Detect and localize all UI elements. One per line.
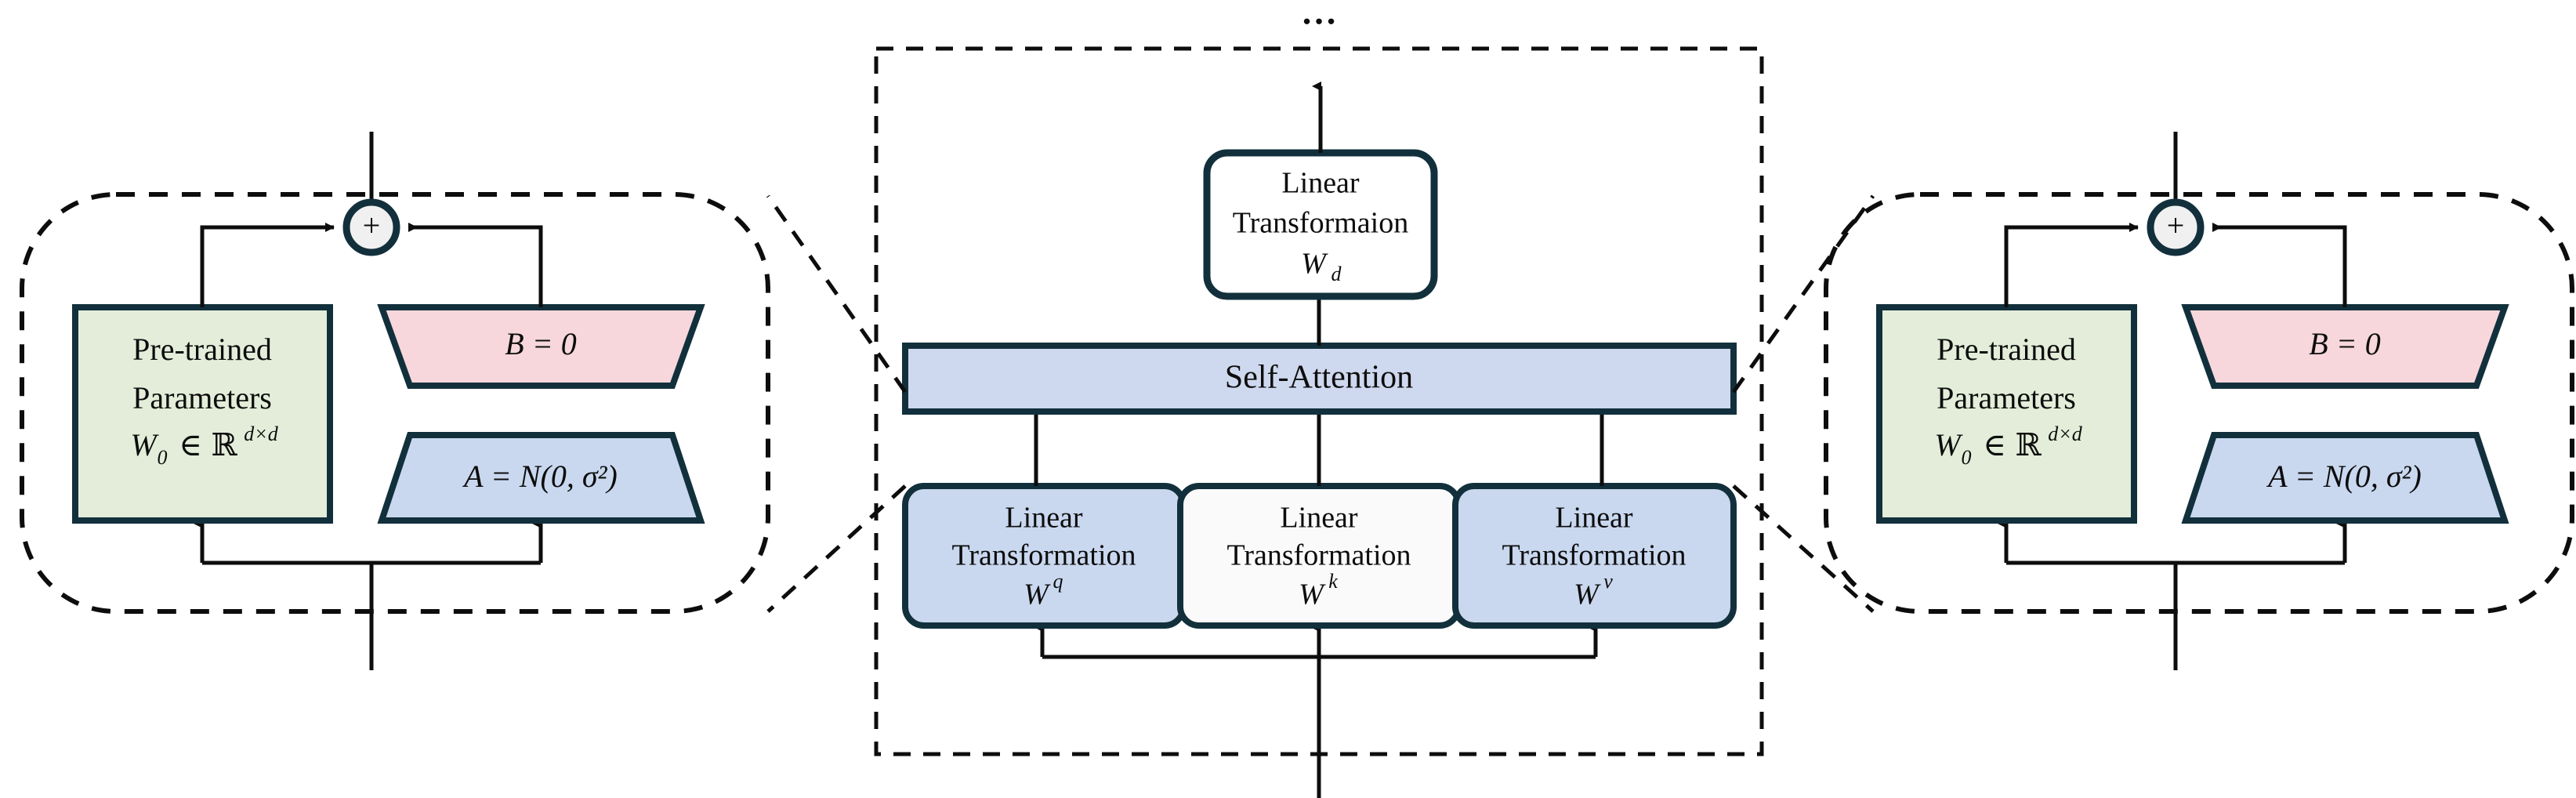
linear-transformation-wq[interactable]: Linear Transformation W q [902,483,1187,629]
leader-wv-upper [1731,194,1875,394]
adder-left-label: + [363,208,381,243]
self-attention-label: Self-Attention [1225,360,1413,396]
callout-leader-lines [766,194,1875,613]
wk-symbol: W [1299,579,1326,611]
pretrained-right-subscript: 0 [1962,446,1972,469]
adder-right-label: + [2167,208,2185,243]
wd-subscript: d [1331,263,1342,285]
linear-transformation-wk[interactable]: Linear Transformation W k [1177,483,1462,629]
wd-line2: Transformaion [1233,207,1408,240]
a-matrix-right-shape[interactable] [2181,432,2509,524]
leader-wq-lower [766,484,907,613]
wv-box-shape[interactable] [1452,483,1737,629]
ellipsis-label: … [1301,0,1340,32]
b-to-adder-left-path [408,223,543,307]
wq-line2: Transformation [951,539,1136,572]
wv-symbol: W [1574,579,1601,611]
b-matrix-left-shape[interactable] [377,304,705,389]
pretrained-left-line2: Parameters [132,380,272,415]
pretrained-box-left-shape[interactable] [72,304,333,524]
lora-b-matrix-right[interactable]: B = 0 [2181,304,2509,389]
b-to-adder-right-path [2212,223,2347,307]
lora-a-matrix-left[interactable]: A = N(0, σ²) [377,432,705,524]
adder-left-circle[interactable] [342,198,400,256]
wv-superscript: v [1603,570,1613,593]
leader-wq-upper [766,194,908,394]
pre-trained-parameters-left[interactable]: Pre-trained Parameters W 0 ∈ ℝ d×d [72,304,333,524]
wq-superscript: q [1053,570,1063,593]
self-attention-bar-shape[interactable] [902,343,1737,415]
a-matrix-right-label: A = N(0, σ²) [2266,459,2422,494]
pretrained-to-adder-left-path [200,223,335,307]
pretrained-right-line2: Parameters [1937,380,2076,415]
self-attention[interactable]: Self-Attention [902,343,1737,415]
lora-panel-left-boundary [20,192,770,614]
pretrained-left-subscript: 0 [158,446,168,469]
pretrained-left-symbol: W [130,427,159,462]
lora-panel-right-boundary [1824,192,2574,614]
a-matrix-left-shape[interactable] [377,432,705,524]
pretrained-left-space: ℝ [211,427,237,462]
pretrained-right-member: ∈ [1983,427,2006,462]
pretrained-right-line1: Pre-trained [1937,332,2076,367]
b-matrix-right-shape[interactable] [2181,304,2509,389]
wv-line2: Transformation [1502,539,1686,572]
transformer-layer-group: … Linear Transformation W q Linear Trans… [874,0,1764,798]
wq-line1: Linear [1005,502,1083,535]
pre-trained-parameters-right[interactable]: Pre-trained Parameters W 0 ∈ ℝ d×d [1876,304,2137,524]
adder-node-left[interactable]: + [342,198,400,256]
wv-line1: Linear [1555,502,1633,535]
wk-line2: Transformation [1226,539,1411,572]
lora-panel-right: Pre-trained Parameters W 0 ∈ ℝ d×d B = 0… [1824,132,2574,670]
lora-a-matrix-right[interactable]: A = N(0, σ²) [2181,432,2509,524]
pretrained-right-symbol: W [1934,427,1963,462]
wk-line1: Linear [1280,502,1358,535]
wk-superscript: k [1328,570,1338,593]
pretrained-left-line1: Pre-trained [132,332,272,367]
b-matrix-right-label: B = 0 [2309,326,2380,361]
pretrained-right-dims: d×d [2048,423,2083,445]
pretrained-to-adder-right-path [2004,223,2139,307]
linear-transformation-wd[interactable]: Linear Transformaion W d [1203,149,1438,300]
b-matrix-left-label: B = 0 [505,326,576,361]
wq-symbol: W [1024,579,1051,611]
linear-transformation-wv[interactable]: Linear Transformation W v [1452,483,1737,629]
lora-panel-left: Pre-trained Parameters W 0 ∈ ℝ d×d B = 0… [20,132,770,670]
wd-symbol: W [1301,248,1328,281]
pretrained-right-space: ℝ [2015,427,2042,462]
adder-node-right[interactable]: + [2147,198,2205,256]
pretrained-left-dims: d×d [244,423,279,445]
pretrained-left-member: ∈ [179,427,202,462]
leader-wv-lower [1732,484,1875,613]
a-matrix-left-label: A = N(0, σ²) [462,459,618,494]
wd-line1: Linear [1281,167,1360,200]
lora-b-matrix-left[interactable]: B = 0 [377,304,705,389]
adder-right-circle[interactable] [2147,198,2205,256]
